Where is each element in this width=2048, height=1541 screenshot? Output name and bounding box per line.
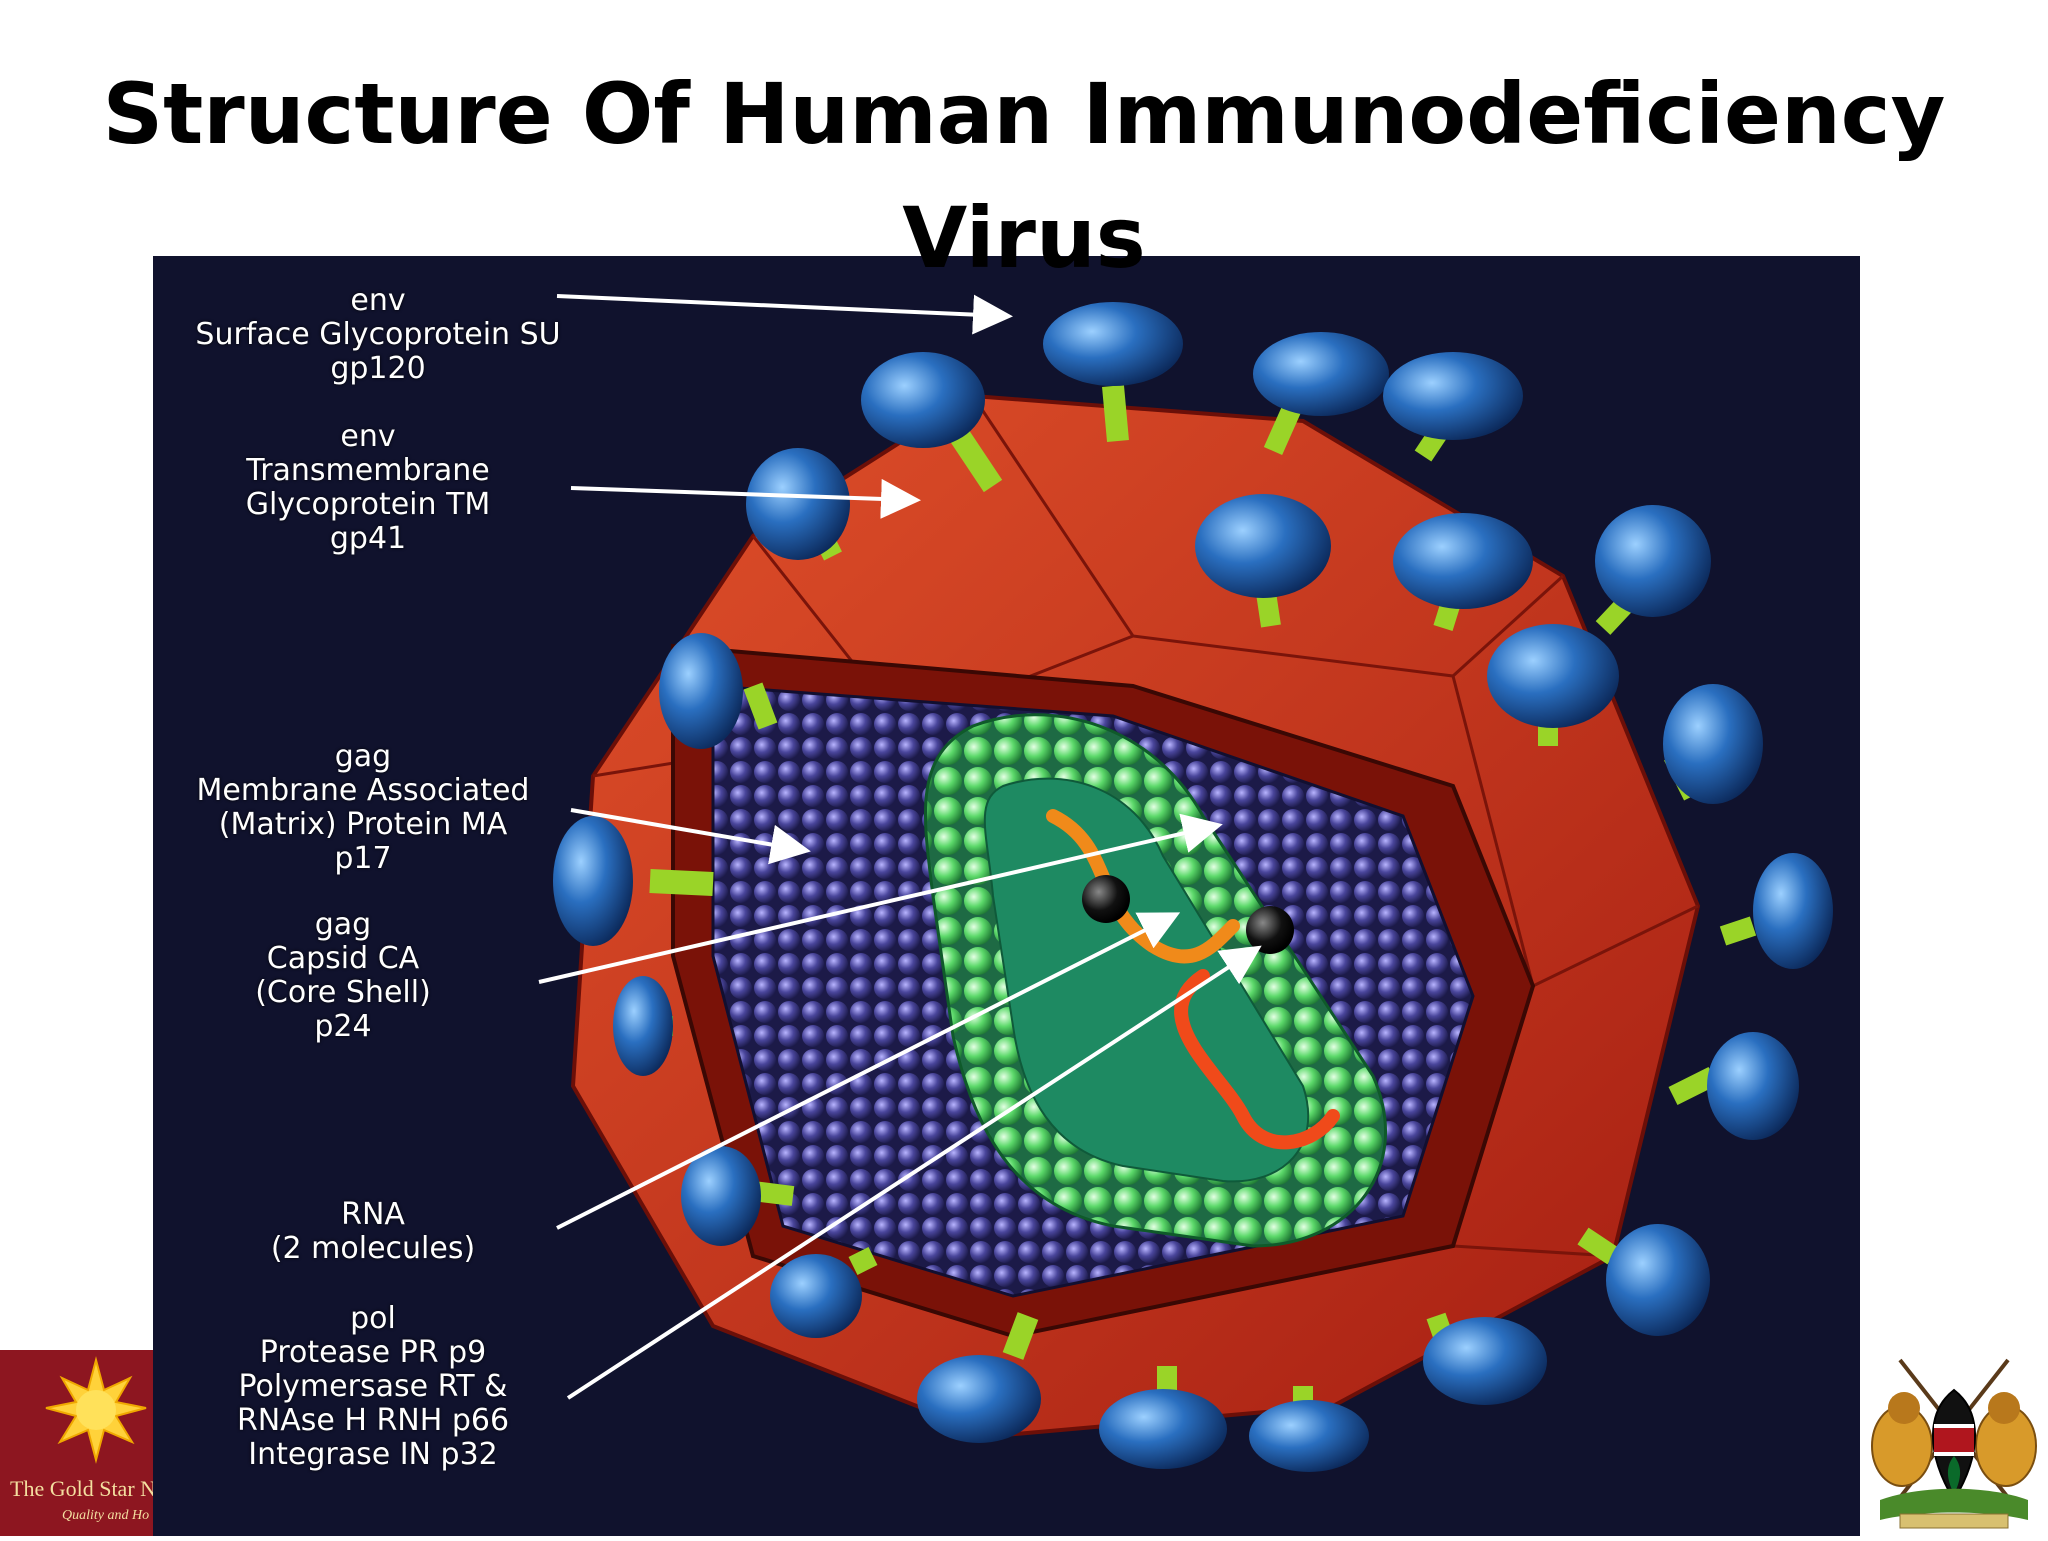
enzyme-1 bbox=[1082, 875, 1130, 923]
spike bbox=[770, 1247, 878, 1338]
gold-star-logo: The Gold Star N Quality and Ho bbox=[0, 1350, 153, 1536]
spike bbox=[1423, 1312, 1547, 1405]
glycoprotein-spikes bbox=[553, 302, 1833, 1472]
spike bbox=[1099, 1366, 1227, 1469]
logo-org-name: The Gold Star N bbox=[10, 1476, 153, 1501]
spike bbox=[917, 1312, 1041, 1443]
spike bbox=[659, 633, 778, 749]
spike bbox=[861, 352, 1003, 493]
rna-strand-2 bbox=[1174, 969, 1340, 1150]
label-p17: gag Membrane Associated (Matrix) Protein… bbox=[196, 739, 530, 876]
sun-star-icon bbox=[45, 1356, 147, 1464]
spike bbox=[1383, 352, 1523, 462]
spike bbox=[1595, 505, 1711, 635]
spike bbox=[1195, 494, 1331, 628]
spike bbox=[681, 1146, 795, 1246]
spike bbox=[1668, 1032, 1799, 1140]
spike bbox=[1393, 513, 1533, 631]
label-gp120: env Surface Glycoprotein SU gp120 bbox=[195, 283, 561, 386]
spike bbox=[1663, 684, 1763, 804]
spike bbox=[1249, 1386, 1369, 1472]
coat-of-arms-graphic bbox=[1871, 1358, 2037, 1529]
logo-tagline: Quality and Ho bbox=[62, 1508, 150, 1523]
arrow-rna bbox=[556, 912, 1181, 1230]
spike bbox=[553, 816, 714, 946]
kenya-coat-of-arms-icon bbox=[1860, 1350, 2048, 1536]
spike bbox=[1577, 1224, 1710, 1336]
label-p24: gag Capsid CA (Core Shell) p24 bbox=[255, 907, 431, 1044]
title-line-2: Virus bbox=[902, 189, 1146, 287]
title-line-1: Structure Of Human Immunodeficiency bbox=[102, 65, 1946, 163]
spike bbox=[613, 976, 673, 1076]
label-pol: pol Protease PR p9 Polymersase RT & RNAs… bbox=[236, 1301, 510, 1472]
label-gp41: env Transmembrane Glycoprotein TM gp41 bbox=[245, 419, 491, 556]
arrow-pol bbox=[566, 945, 1262, 1400]
slide-title: Structure Of Human Immunodeficiency Viru… bbox=[0, 52, 2048, 300]
virus-illustration bbox=[538, 294, 1833, 1472]
spike bbox=[1719, 853, 1833, 969]
arrow-ma bbox=[570, 808, 811, 865]
spike bbox=[1043, 302, 1183, 442]
label-arrows bbox=[538, 294, 1262, 1400]
arrow-tm bbox=[570, 478, 921, 519]
arrow-su bbox=[556, 294, 1013, 335]
arrow-ca bbox=[538, 813, 1223, 984]
label-rna: RNA (2 molecules) bbox=[270, 1197, 476, 1266]
hiv-structure-diagram: env Surface Glycoprotein SU gp120 env Tr… bbox=[153, 256, 1860, 1536]
spike bbox=[1487, 624, 1619, 746]
enzyme-2 bbox=[1246, 906, 1294, 954]
capsid-core bbox=[983, 777, 1310, 1183]
spike bbox=[1253, 332, 1389, 456]
spike bbox=[746, 448, 850, 561]
